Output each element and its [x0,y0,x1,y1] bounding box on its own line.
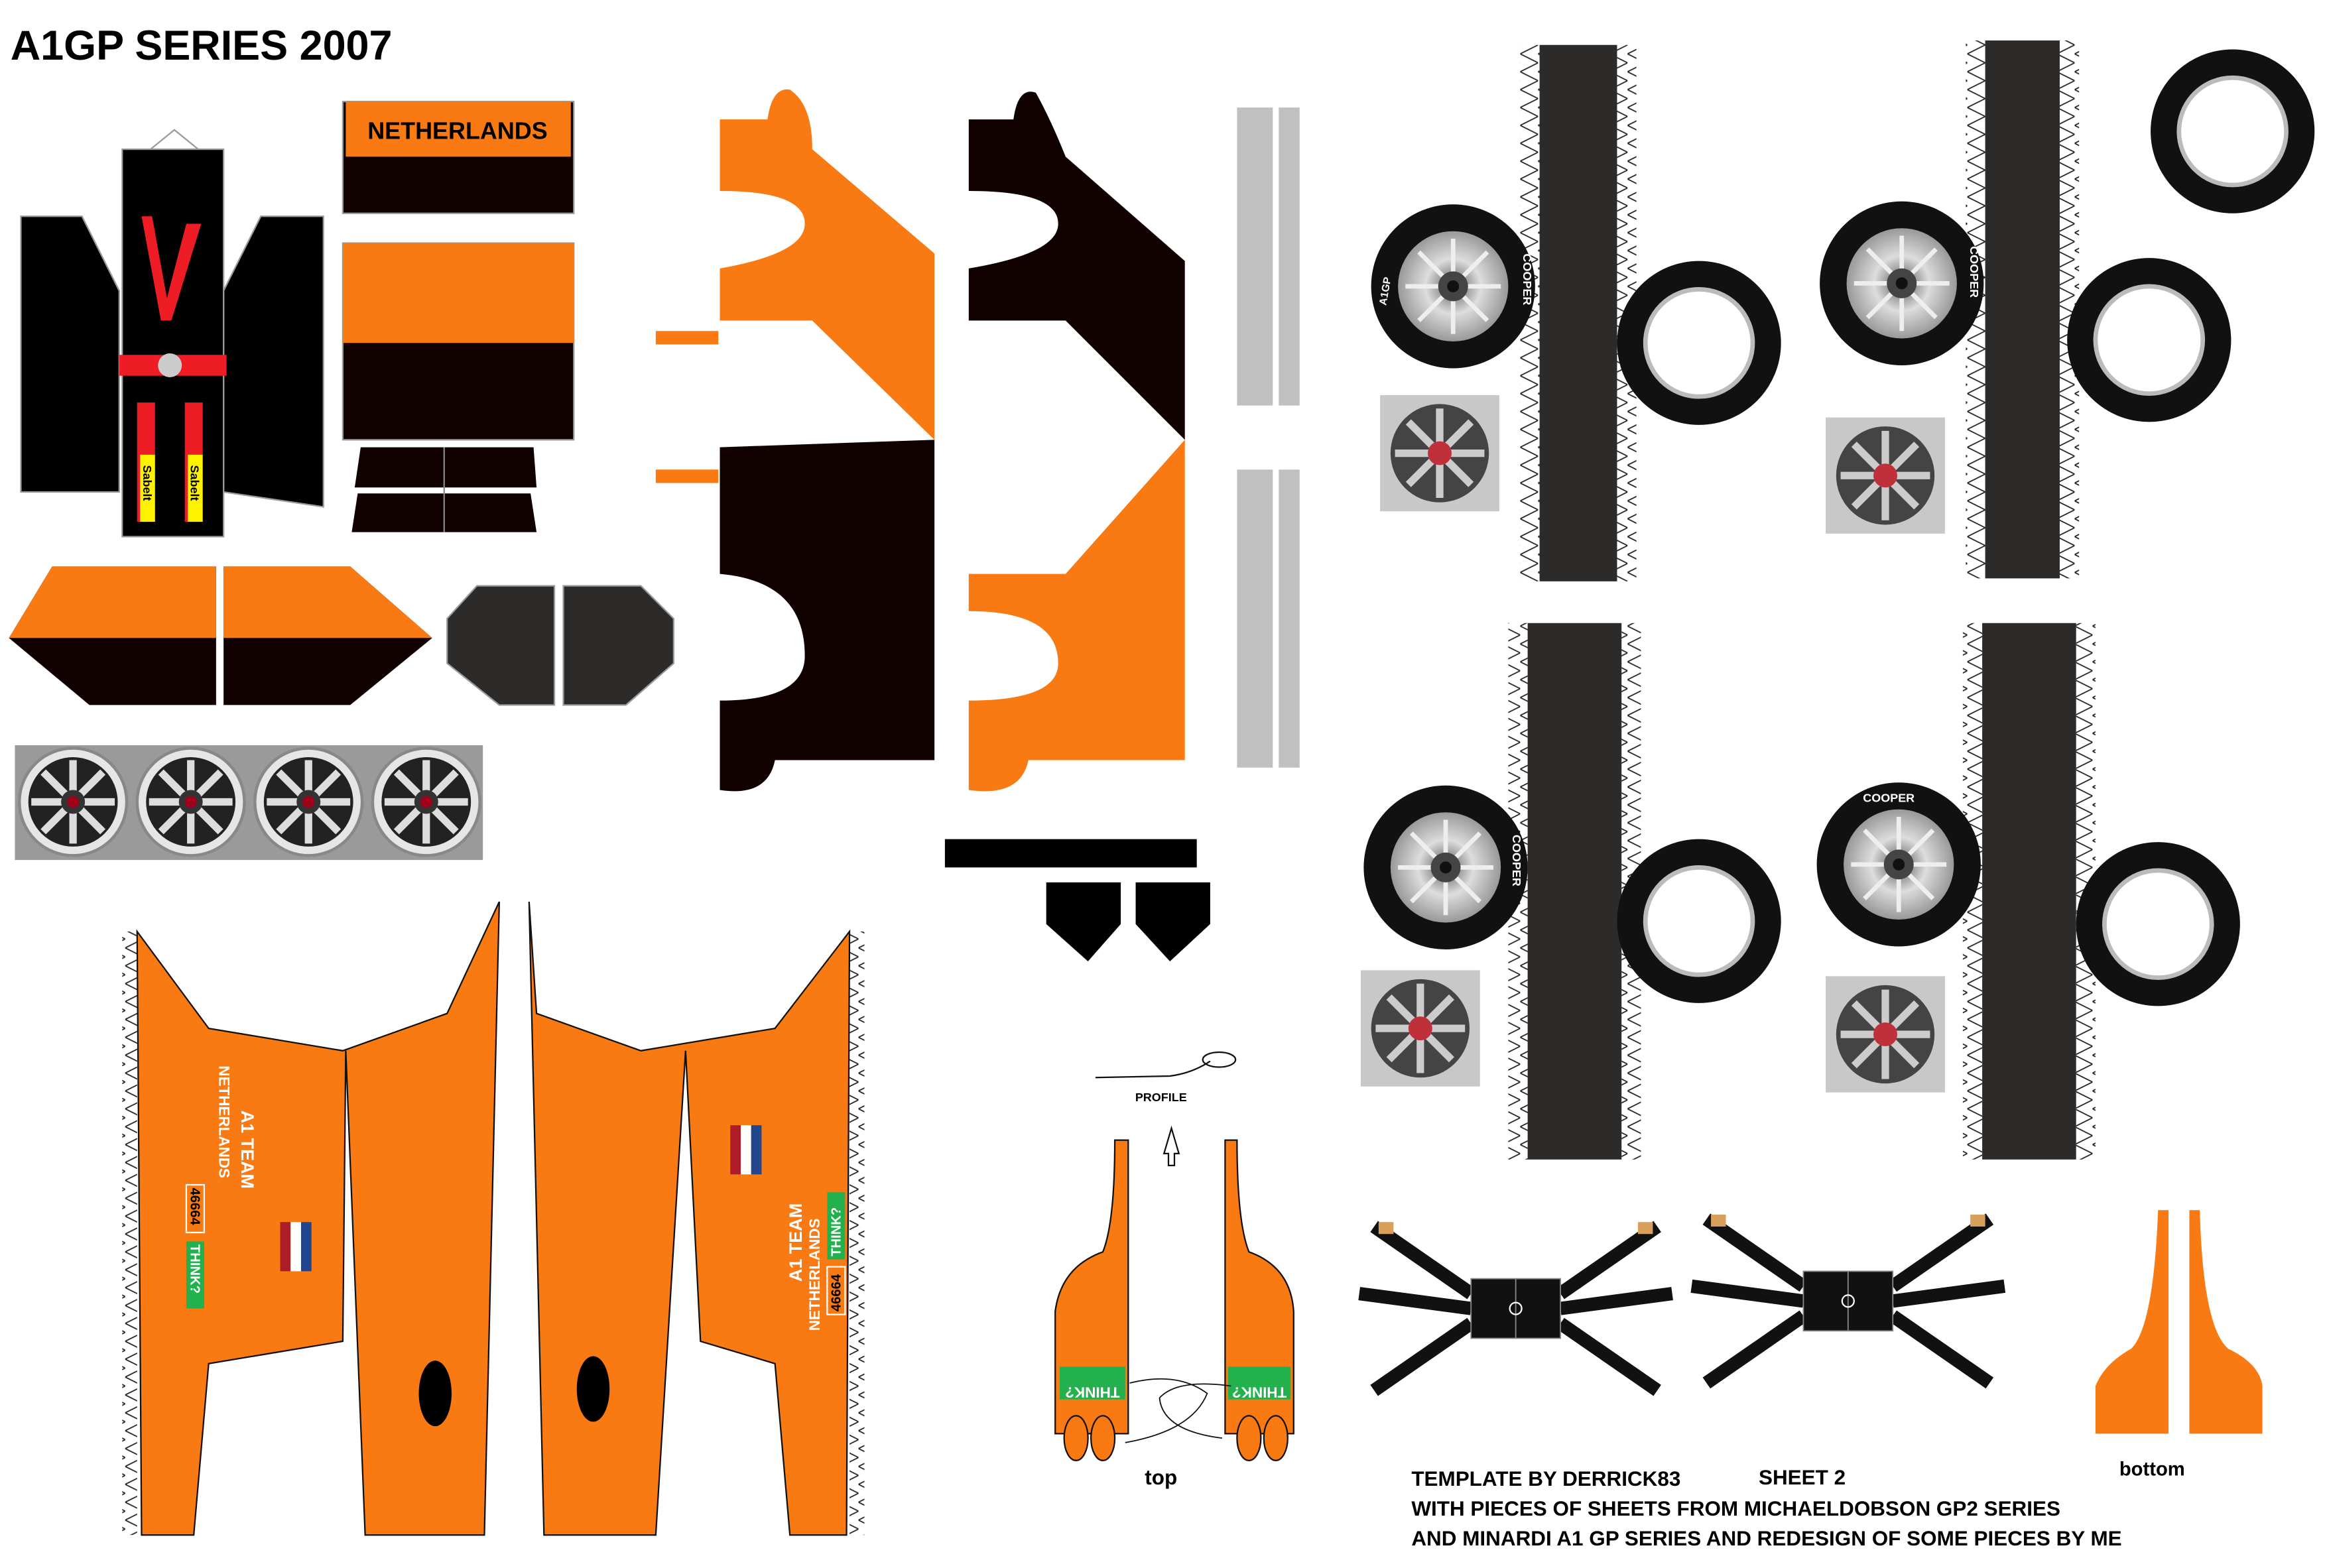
sidepod-charity-number: 46664 [830,1274,844,1311]
suspension-pieces [1359,1215,2005,1390]
cockpit-piece: Sabelt Sabelt [20,129,324,538]
sidepod-team-name: NETHERLANDS [806,1219,823,1331]
sidepod-charity-number: 46664 [188,1188,202,1226]
orange-black-panel [342,242,575,441]
top-label: top [1145,1466,1177,1489]
top-sponsor-right: THINK? [1232,1384,1287,1401]
credits: TEMPLATE BY DERRICK83 SHEET 2 WITH PIECE… [1411,1466,2121,1550]
credits-line3: AND MINARDI A1 GP SERIES AND REDESIGN OF… [1411,1527,2121,1550]
wheel-face-row [15,745,483,861]
profile-diagram: PROFILE [1095,1051,1237,1166]
gray-strips [1237,107,1300,768]
credits-sheet: SHEET 2 [1759,1466,1846,1489]
flag-icon [730,1125,762,1175]
wing-endplate-pieces [9,566,432,705]
sidepod-team-label: A1 TEAM [786,1203,806,1282]
top-pieces: THINK? THINK? top [1054,1139,1294,1489]
black-trapezoids [351,447,537,532]
credits-line2: WITH PIECES OF SHEETS FROM MICHAELDOBSON… [1411,1497,2060,1520]
arrow-up-icon [1162,1125,1180,1166]
profile-label: PROFILE [1135,1091,1187,1104]
sidepod-team-label: A1 TEAM [237,1111,257,1189]
dark-octagon-pieces [446,585,674,706]
tyre-brand: COOPER [1863,791,1915,804]
tyre-brand: COOPER [1968,246,1981,298]
tyre-brand: COOPER [1510,835,1523,886]
sidepod-sponsor: THINK? [830,1207,844,1256]
flag-icon [280,1222,312,1272]
credits-line1: TEMPLATE BY DERRICK83 [1411,1467,1680,1490]
tyre-brand: COOPER [1521,253,1534,305]
airbox-pieces [944,839,1210,961]
sheet-title: A1GP SERIES 2007 [11,23,393,69]
engine-cover-pieces [655,89,1185,792]
bottom-label: bottom [2119,1459,2185,1480]
sidepod-left: NETHERLANDS A1 TEAM 46664 THINK? [122,901,501,1536]
harness-label-right: Sabelt [188,465,202,501]
banner-label: NETHERLANDS [367,117,548,144]
harness-label-left: Sabelt [141,465,154,501]
tyre-assemblies: COOPER A1GP COOPER COOPER COOPER [1361,40,2314,1160]
nose-banner-piece: NETHERLANDS [342,101,575,214]
sidepod-sponsor: THINK? [188,1244,202,1294]
top-sponsor-left: THINK? [1065,1384,1119,1401]
sidepod-team-name: NETHERLANDS [216,1065,232,1178]
bottom-piece: bottom [2095,1210,2263,1480]
sidepod-right: NETHERLANDS A1 TEAM 46664 THINK? [528,901,865,1536]
